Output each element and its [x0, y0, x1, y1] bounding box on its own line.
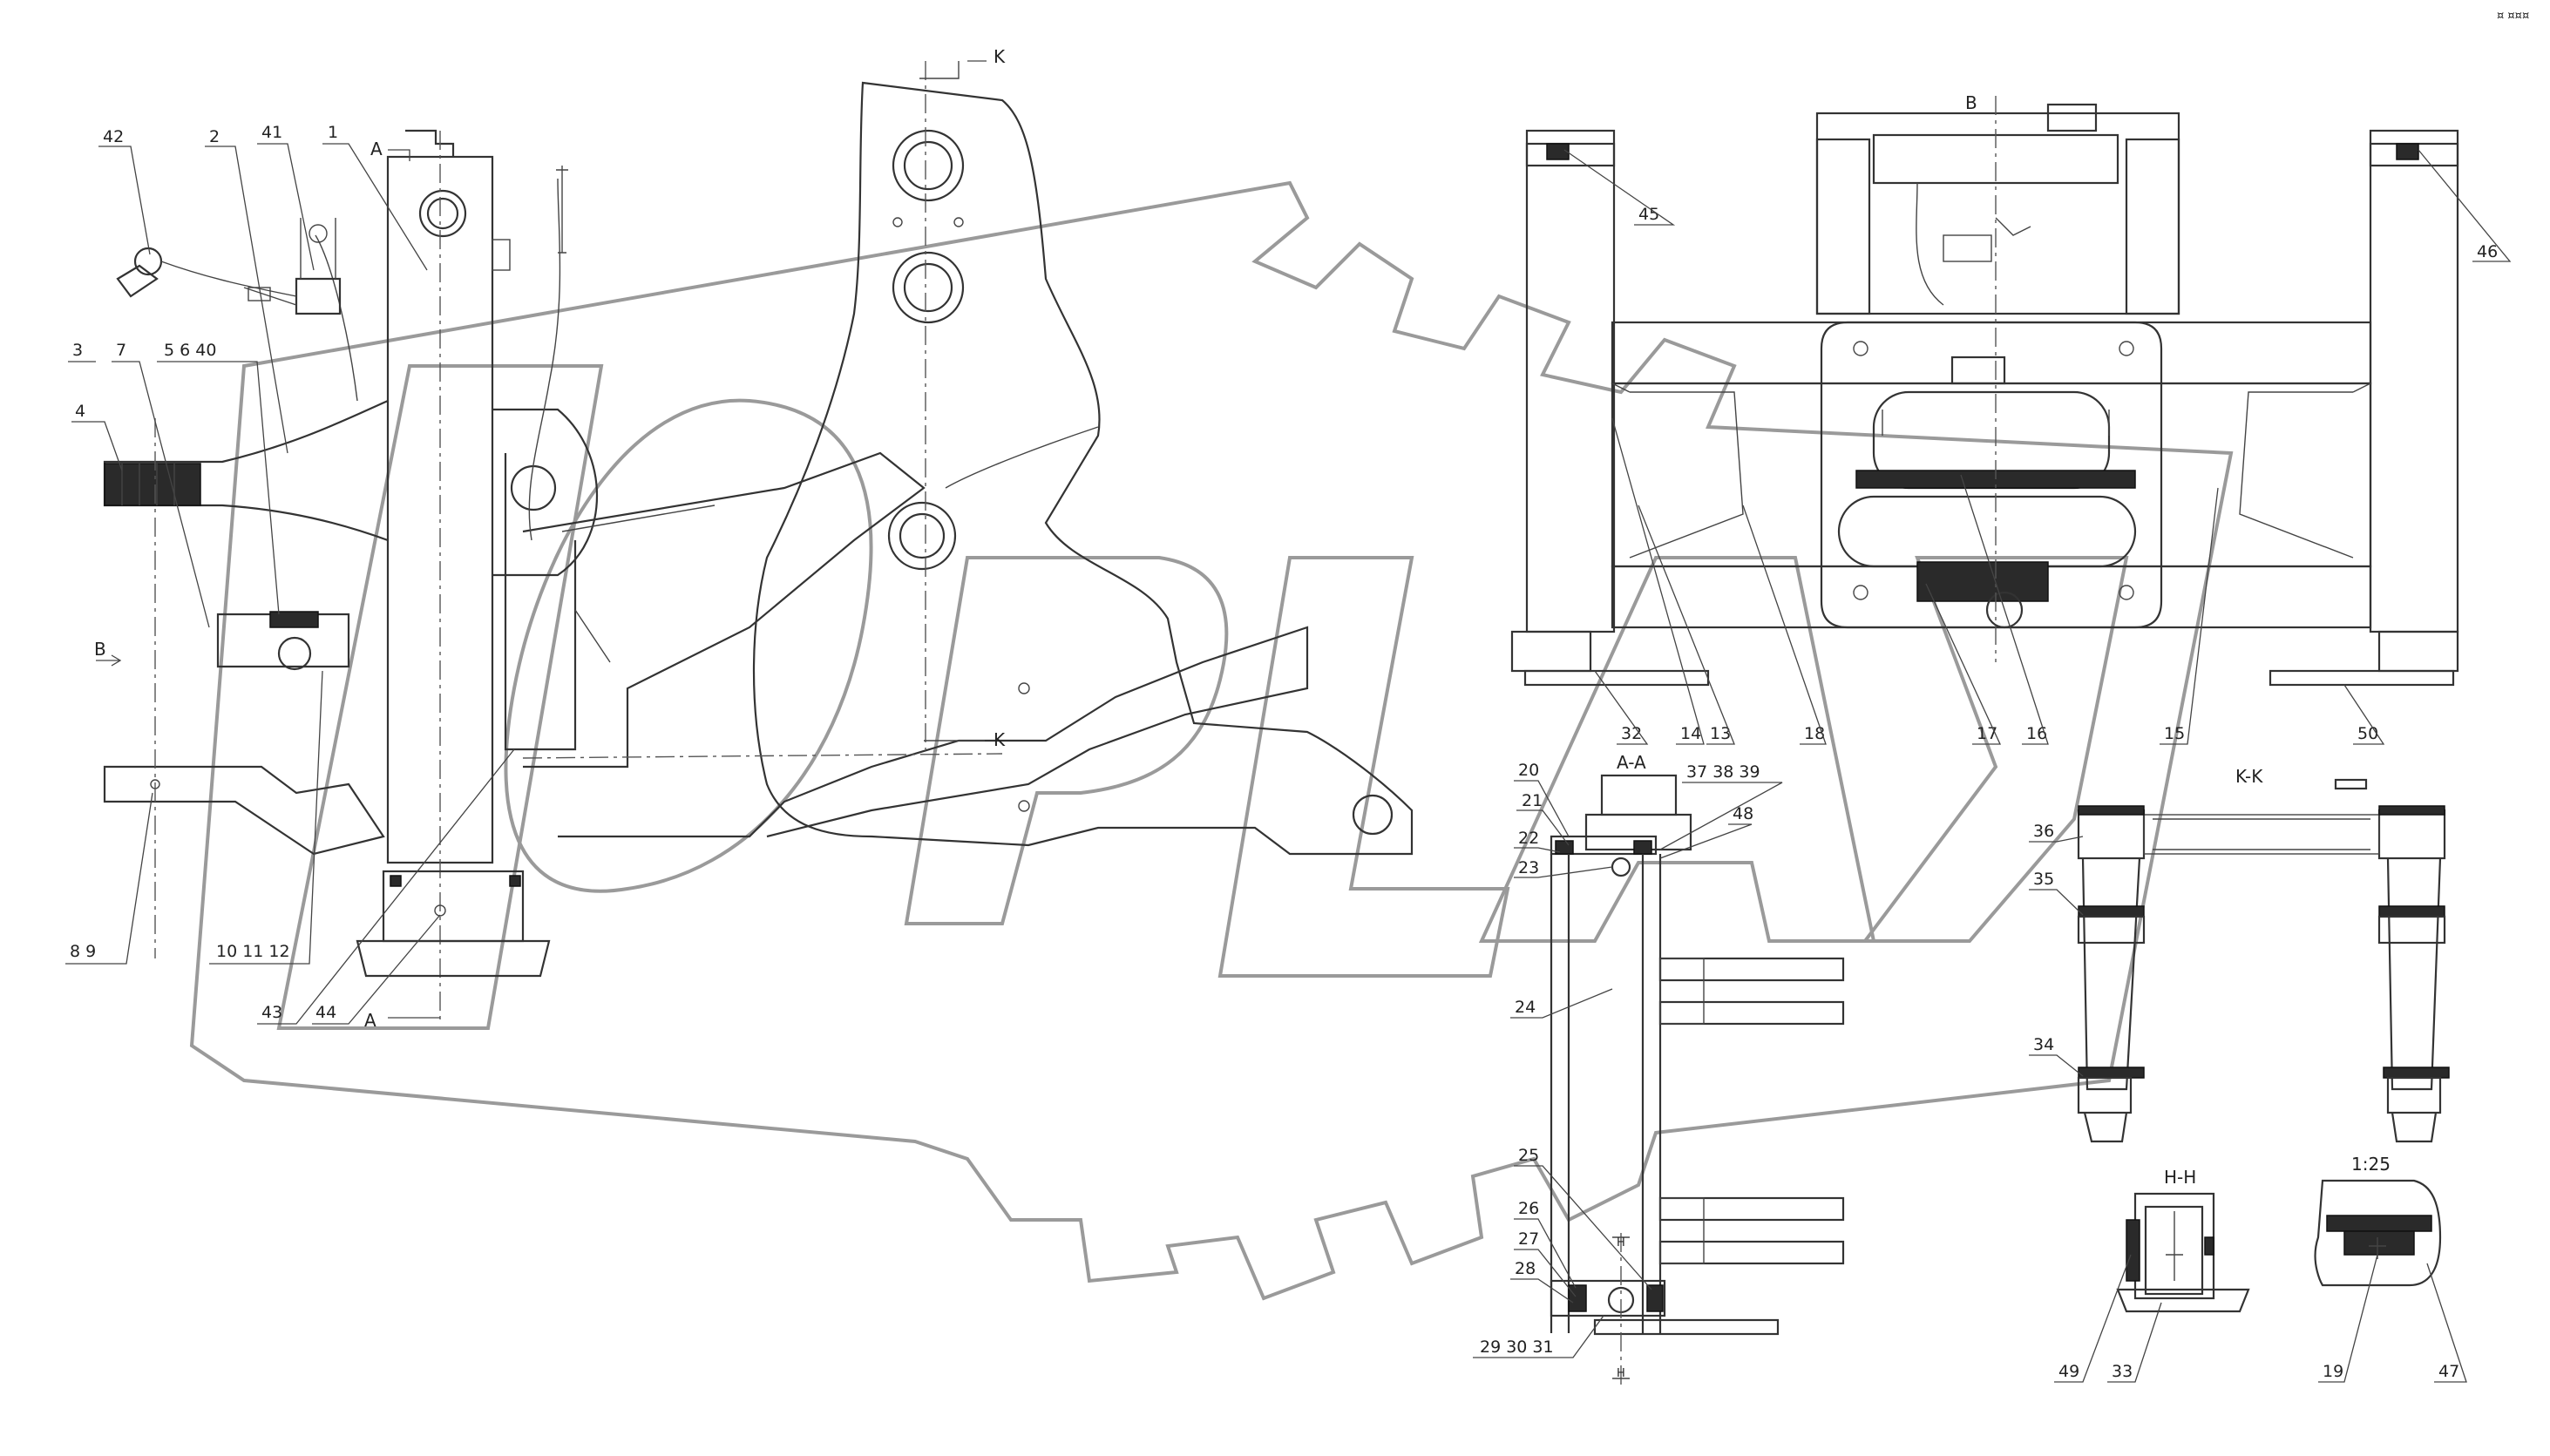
- callout-13: 13: [1710, 724, 1731, 743]
- callout-27: 27: [1518, 1229, 1539, 1249]
- callout-3: 3: [72, 341, 83, 360]
- callout-18: 18: [1804, 724, 1825, 743]
- callout-14: 14: [1680, 724, 1701, 743]
- page-marker: ¤ ¤¤¤: [2497, 10, 2529, 23]
- section-a-bottom-label: A: [364, 1010, 376, 1031]
- callout-7: 7: [116, 341, 126, 360]
- watermark-logo: [189, 180, 2234, 1301]
- callout-42: 42: [103, 127, 124, 146]
- side-plate-view: [522, 61, 1414, 856]
- callout-45: 45: [1638, 205, 1659, 224]
- detail-scale-view: [2314, 1179, 2442, 1287]
- callout-49: 49: [2058, 1362, 2079, 1381]
- callout-50: 50: [2357, 724, 2378, 743]
- callout-44: 44: [315, 1003, 336, 1022]
- view-b-frame: [1510, 96, 2459, 687]
- detail-scale-label: 1:25: [2351, 1154, 2391, 1175]
- callout-22: 22: [1518, 829, 1539, 848]
- callout-41: 41: [261, 123, 282, 142]
- side-view-frame: [103, 129, 1309, 1019]
- section-hh-view: [2116, 1192, 2250, 1313]
- section-h-top-label: H: [1617, 1236, 1625, 1249]
- callout-43: 43: [261, 1003, 282, 1022]
- section-k-top-label: K: [994, 46, 1006, 67]
- callout-17: 17: [1977, 724, 1997, 743]
- section-h-bottom-label: H: [1617, 1367, 1625, 1380]
- section-k-bottom-label: K: [994, 729, 1006, 750]
- section-kk-view: [2077, 778, 2450, 1143]
- callout-37-38-39: 37 38 39: [1686, 762, 1760, 782]
- callout-15: 15: [2164, 724, 2185, 743]
- callout-19: 19: [2323, 1362, 2343, 1381]
- section-a-top-label: A: [370, 139, 383, 159]
- callout-29-30-31: 29 30 31: [1480, 1337, 1554, 1357]
- callout-1: 1: [328, 123, 338, 142]
- callout-26: 26: [1518, 1199, 1539, 1218]
- callout-34: 34: [2033, 1035, 2054, 1054]
- section-aa-title: A-A: [1617, 752, 1646, 773]
- callout-5-6-40: 5 6 40: [164, 341, 216, 360]
- callout-4: 4: [75, 402, 85, 421]
- callout-21: 21: [1522, 791, 1543, 810]
- section-hh-title: H-H: [2164, 1167, 2196, 1188]
- callouts: 42 2 41 1 3 4 7 5 6 40 8 9 10 11 12 43 4…: [65, 123, 2512, 1383]
- callout-47: 47: [2438, 1362, 2459, 1381]
- callout-48: 48: [1733, 804, 1753, 823]
- view-b-title: B: [1965, 92, 1977, 113]
- callout-24: 24: [1515, 998, 1536, 1017]
- section-aa-view: [1550, 774, 1845, 1385]
- callout-36: 36: [2033, 822, 2054, 841]
- callout-8-9: 8 9: [70, 942, 96, 961]
- callout-33: 33: [2112, 1362, 2133, 1381]
- view-b-arrow-label: B: [94, 639, 106, 660]
- callout-25: 25: [1518, 1146, 1539, 1165]
- section-kk-title: K-K: [2235, 766, 2263, 787]
- callout-46: 46: [2477, 242, 2498, 261]
- callout-16: 16: [2026, 724, 2047, 743]
- callout-35: 35: [2033, 870, 2054, 889]
- callout-23: 23: [1518, 858, 1539, 877]
- callout-20: 20: [1518, 761, 1539, 780]
- callout-10-11-12: 10 11 12: [216, 942, 290, 961]
- callout-32: 32: [1621, 724, 1642, 743]
- callout-28: 28: [1515, 1259, 1536, 1278]
- callout-2: 2: [209, 127, 220, 146]
